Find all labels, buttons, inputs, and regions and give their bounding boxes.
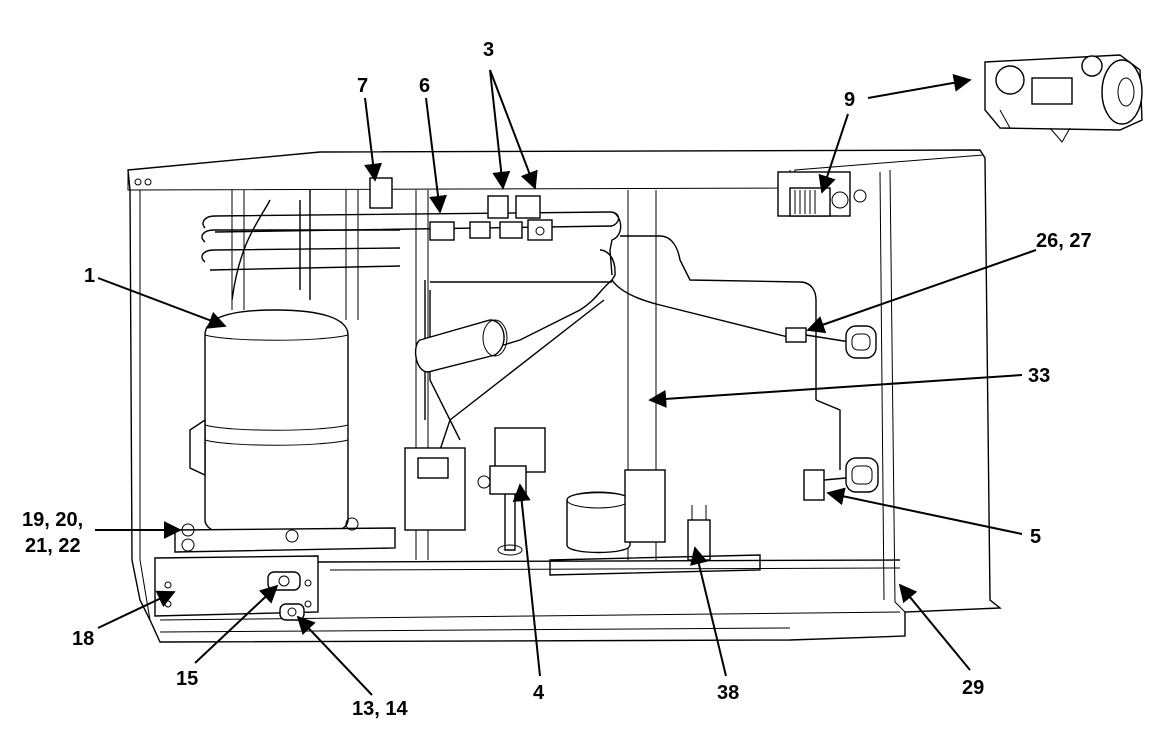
inset-detail: [984, 54, 1143, 143]
arrow-9: [818, 113, 849, 194]
arrow-7: [364, 97, 382, 182]
arrow-29: [898, 583, 971, 671]
arrow-3b: [489, 69, 538, 190]
callout-labels: 1 3 4 5 6 7 9 13, 14 15 18 19, 20, 21, 2…: [22, 39, 1092, 720]
center-tank: [549, 469, 761, 576]
callout-19-22-line1: 19, 20,: [22, 509, 83, 531]
arrow-9-inset: [867, 73, 972, 99]
callout-arrows: [95, 69, 1037, 696]
arrow-6: [425, 97, 447, 214]
pressure-switch-mount: [777, 171, 867, 217]
arrow-33: [648, 374, 1023, 408]
valve-body: [404, 427, 546, 556]
callout-13-14: 13, 14: [352, 698, 408, 720]
callout-38: 38: [717, 682, 739, 704]
arrow-5: [826, 487, 1023, 535]
callout-18: 18: [72, 628, 94, 650]
arrow-3a: [489, 69, 511, 190]
callout-19-22-line2: 21, 22: [25, 535, 81, 557]
arrow-15: [194, 584, 279, 664]
callout-5: 5: [1030, 526, 1041, 548]
callout-9: 9: [844, 89, 855, 111]
arrow-1: [97, 277, 227, 329]
callout-7: 7: [357, 75, 368, 97]
upper-piping: [201, 190, 817, 451]
callout-4: 4: [533, 682, 545, 704]
callout-33: 33: [1028, 365, 1050, 387]
arrow-38: [690, 546, 727, 677]
compressor-base: [174, 517, 396, 553]
top-valves: [369, 177, 553, 241]
right-fittings: [785, 325, 879, 501]
compressor: [189, 309, 349, 541]
callout-3: 3: [483, 39, 494, 61]
arrow-18: [97, 590, 176, 629]
callout-6: 6: [419, 75, 430, 97]
callout-26-27: 26, 27: [1036, 230, 1092, 252]
callout-1: 1: [84, 265, 95, 287]
receiver: [414, 319, 508, 373]
arrow-13-14: [296, 615, 373, 696]
callout-29: 29: [962, 677, 984, 699]
arrow-4: [512, 483, 541, 677]
callout-15: 15: [176, 668, 198, 690]
arrow-26-27: [806, 249, 1037, 334]
